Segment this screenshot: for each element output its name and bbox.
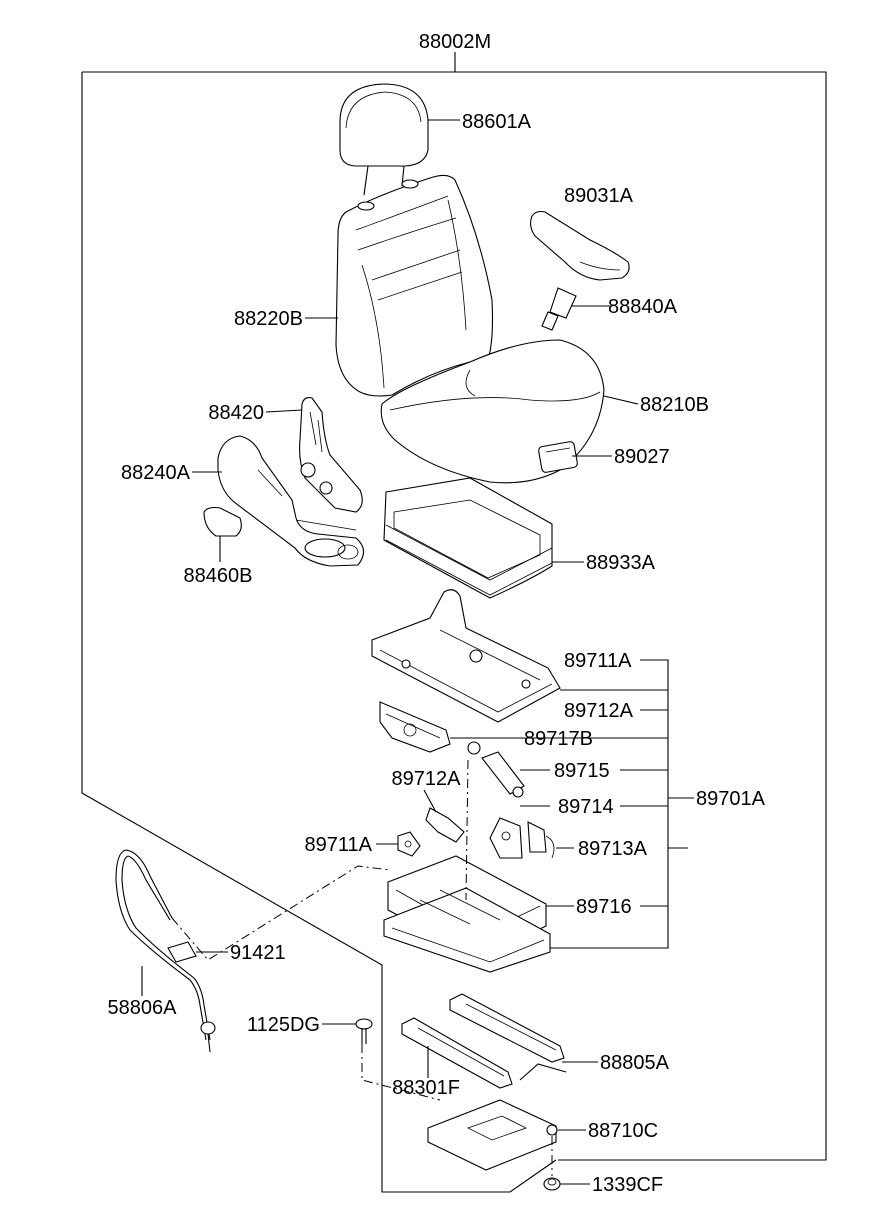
- cable-part: [115, 849, 216, 1053]
- label-link-upper: 89712A: [564, 700, 634, 722]
- part-labels: 88002M 88601A 89031A 88220B 88840A 88210…: [108, 31, 766, 1196]
- buckle-part: [541, 287, 577, 331]
- label-assembly: 88002M: [419, 31, 491, 53]
- label-damper: 89715: [554, 760, 610, 782]
- cushion-frame-part: [383, 477, 553, 599]
- lower-link-part: [425, 807, 465, 843]
- knob-part: [203, 506, 242, 537]
- label-buckle: 88840A: [608, 296, 678, 318]
- lumbar-part: [379, 701, 451, 753]
- base-plate-part: [427, 1099, 558, 1171]
- label-back-assembly: 88220B: [234, 308, 303, 330]
- lever-part: [489, 817, 523, 859]
- headrest-part: [339, 83, 429, 196]
- assembly-frame: [81, 52, 827, 1193]
- seat-back-part: [335, 174, 494, 397]
- sticker-part: [167, 941, 197, 963]
- label-track-right: 88805A: [600, 1052, 670, 1074]
- label-base-plate: 88710C: [588, 1120, 658, 1142]
- recliner-part: [299, 397, 363, 513]
- label-spring-clip: 89713A: [578, 838, 648, 860]
- track-left-part: [401, 1017, 513, 1089]
- reference-dash-lines: [171, 759, 553, 1176]
- label-recliner: 88420: [208, 402, 264, 424]
- label-frame-cushion: 88933A: [586, 552, 656, 574]
- label-lumbar: 89717B: [524, 728, 593, 750]
- spring-clip-part: [527, 821, 555, 859]
- label-headrest: 88601A: [462, 111, 532, 133]
- label-cable: 58806A: [108, 997, 178, 1019]
- label-armrest: 89031A: [564, 185, 634, 207]
- suspension-base-part: [383, 855, 551, 973]
- side-shield-part: [217, 435, 365, 567]
- label-bolt: 1125DG: [247, 1014, 320, 1036]
- label-sticker: 91421: [230, 942, 286, 964]
- nut-part: [543, 1177, 561, 1191]
- track-right-part: [449, 993, 567, 1081]
- label-knob: 88460B: [184, 565, 253, 587]
- bolt-part: [355, 1018, 373, 1044]
- label-track-left: 88301F: [392, 1077, 460, 1099]
- label-cushion: 88210B: [640, 394, 709, 416]
- label-nut: 1339CF: [592, 1174, 663, 1196]
- bracket-left-part: [397, 831, 421, 857]
- leader-lines: [141, 119, 694, 1185]
- label-link-lower: 89712A: [392, 768, 462, 790]
- armrest-part: [529, 210, 630, 281]
- label-handle-small: 89027: [614, 446, 670, 468]
- label-frame-upper: 89711A: [564, 650, 632, 672]
- upper-frame-part: [371, 589, 561, 723]
- seat-cushion-part: [380, 339, 605, 484]
- label-suspension-base: 89716: [576, 896, 632, 918]
- label-suspension-group: 89701A: [696, 788, 766, 810]
- label-bracket-left: 89711A: [305, 834, 373, 856]
- damper-part: [467, 741, 525, 798]
- label-side-shield: 88240A: [121, 462, 191, 484]
- label-lever: 89714: [558, 796, 614, 818]
